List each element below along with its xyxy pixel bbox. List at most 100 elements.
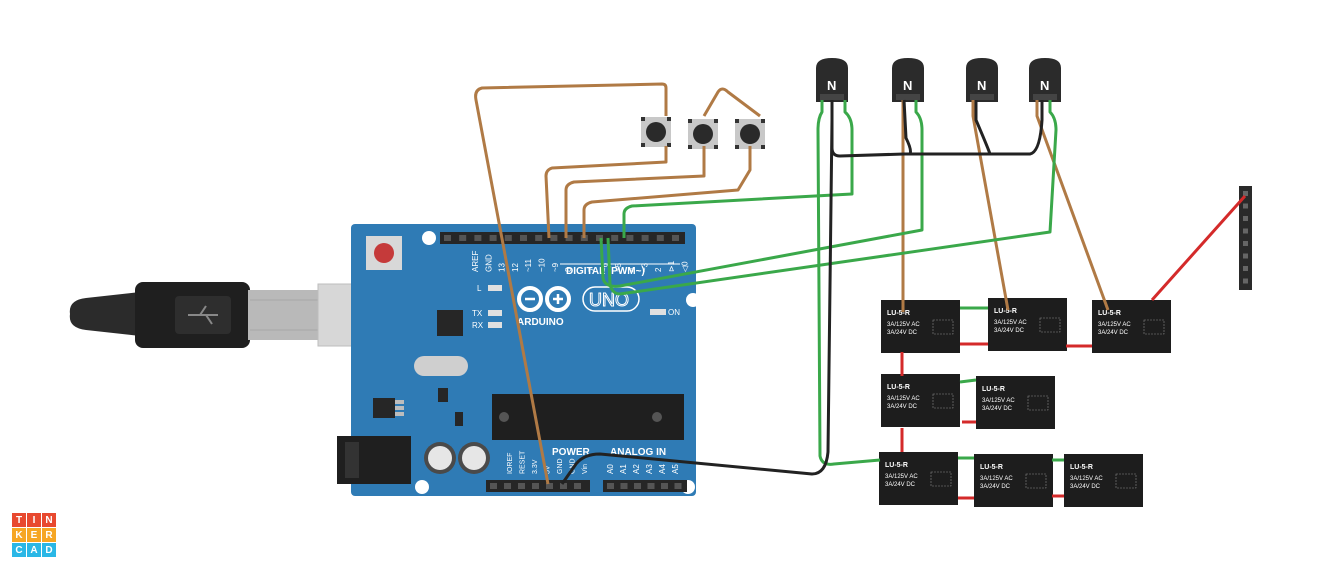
- relay-rating-dc: 3A/24V DC: [982, 406, 1013, 412]
- wire-green-t1-pin4: [622, 100, 854, 238]
- relay-name: LU-5-R: [980, 464, 1003, 471]
- relay-rating-ac: 3A/125V AC: [1098, 322, 1131, 328]
- relay-name: LU-5-R: [887, 384, 910, 391]
- relay[interactable]: LU-5-R 3A/125V AC 3A/24V DC: [1092, 300, 1171, 353]
- relay-rating-ac: 3A/125V AC: [980, 476, 1013, 482]
- relay-name: LU-5-R: [885, 462, 908, 469]
- push-button[interactable]: [641, 117, 671, 147]
- led-tx-label: TX: [472, 309, 483, 318]
- power-pin-label: GND: [557, 458, 564, 474]
- usb-chip: [437, 310, 463, 336]
- digital-pin-label: ◁0: [681, 261, 690, 272]
- relay-rating-dc: 3A/24V DC: [1098, 330, 1129, 336]
- wire-green-t2-pin6: [599, 100, 924, 288]
- npn-transistor[interactable]: N: [816, 58, 848, 102]
- digital-pin-label: ~9: [551, 262, 560, 272]
- analog-header[interactable]: [603, 480, 687, 492]
- wire-green-t4-pin5: [606, 100, 1058, 296]
- relay[interactable]: LU-5-R 3A/125V AC 3A/24V DC: [881, 374, 960, 427]
- relay[interactable]: LU-5-R 3A/125V AC 3A/24V DC: [974, 454, 1053, 507]
- relay-rating-ac: 3A/125V AC: [982, 398, 1015, 404]
- relay-rating-dc: 3A/24V DC: [994, 328, 1025, 334]
- relay-name: LU-5-R: [887, 310, 910, 317]
- relay[interactable]: LU-5-R 3A/125V AC 3A/24V DC: [976, 376, 1055, 429]
- relay-rating-ac: 3A/125V AC: [887, 396, 920, 402]
- digital-pin-label: AREF: [471, 251, 480, 272]
- analog-pin-label: A2: [632, 464, 641, 474]
- digital-pin-label: 12: [511, 263, 520, 272]
- wires[interactable]: [474, 82, 1247, 500]
- wire-green-t1-relay6: [816, 100, 881, 466]
- transistor-label: N: [903, 78, 912, 93]
- analog-pin-label: A4: [658, 464, 667, 474]
- logo-letter: T: [12, 513, 26, 527]
- digital-pin-label: ~10: [538, 258, 547, 272]
- barrel-jack[interactable]: [337, 436, 411, 484]
- wire-brown-t3-relay2: [971, 100, 1010, 311]
- atmega-chip: [492, 394, 684, 440]
- npn-transistor[interactable]: N: [966, 58, 998, 102]
- pin-header-strip[interactable]: [1239, 186, 1252, 290]
- relay-rating-ac: 3A/125V AC: [994, 320, 1027, 326]
- transistor-label: N: [1040, 78, 1049, 93]
- push-button[interactable]: [735, 119, 765, 149]
- led-rx: [488, 322, 502, 328]
- logo-letter: R: [42, 528, 56, 542]
- relay-name: LU-5-R: [994, 308, 1017, 315]
- arduino-logo-icon: [517, 286, 571, 312]
- capacitors: [424, 442, 490, 474]
- relay-rating-dc: 3A/24V DC: [980, 484, 1011, 490]
- led-on-label: ON: [668, 308, 680, 317]
- relay[interactable]: LU-5-R 3A/125V AC 3A/24V DC: [879, 452, 958, 505]
- wire-brown-button2-pin8: [564, 87, 761, 238]
- logo-letter: A: [27, 543, 41, 557]
- relay-rating-ac: 3A/125V AC: [1070, 476, 1103, 482]
- led-l: [488, 285, 502, 291]
- logo-letter: C: [12, 543, 26, 557]
- reset-button[interactable]: [366, 236, 402, 270]
- led-l-label: L: [477, 284, 482, 293]
- usb-icon: [188, 305, 218, 325]
- digital-pin-label: GND: [484, 254, 493, 272]
- power-label: POWER: [552, 447, 591, 458]
- digital-pin-label: ~5: [614, 262, 623, 272]
- power-pin-label: 5V: [545, 465, 552, 474]
- logo-letter: N: [42, 513, 56, 527]
- arduino-wordmark: ARDUINO: [517, 317, 564, 328]
- relay-name: LU-5-R: [1070, 464, 1093, 471]
- usb-cable[interactable]: [69, 282, 405, 348]
- logo-letter: I: [27, 513, 41, 527]
- relay-rating-dc: 3A/24V DC: [885, 482, 916, 488]
- transistor-label: N: [827, 78, 836, 93]
- wire-green-relay-b: [959, 378, 977, 384]
- npn-transistor[interactable]: N: [892, 58, 924, 102]
- relay-rating-ac: 3A/125V AC: [885, 474, 918, 480]
- wire-brown-button1-pin9: [544, 146, 668, 239]
- npn-transistor[interactable]: N: [1029, 58, 1061, 102]
- digital-pin-label: ⊳1: [667, 260, 676, 272]
- power-pin-label: IOREF: [507, 453, 514, 474]
- analog-pin-label: A3: [645, 464, 654, 474]
- digital-pin-label: 7: [587, 267, 596, 272]
- logo-letter: D: [42, 543, 56, 557]
- relay-rating-dc: 3A/24V DC: [887, 404, 918, 410]
- relay-name: LU-5-R: [982, 386, 1005, 393]
- digital-pin-label: ~6: [601, 262, 610, 272]
- led-tx: [488, 310, 502, 316]
- logo-letter: E: [27, 528, 41, 542]
- analog-pin-label: A5: [671, 464, 680, 474]
- wire-black-gnd: [560, 119, 834, 485]
- wire-brown-button1: [474, 82, 668, 485]
- relay-name: LU-5-R: [1098, 310, 1121, 317]
- relay[interactable]: LU-5-R 3A/125V AC 3A/24V DC: [988, 298, 1067, 351]
- voltage-regulator: [373, 398, 395, 418]
- push-button[interactable]: [688, 119, 718, 149]
- wire-brown-button3-pin7: [582, 146, 752, 238]
